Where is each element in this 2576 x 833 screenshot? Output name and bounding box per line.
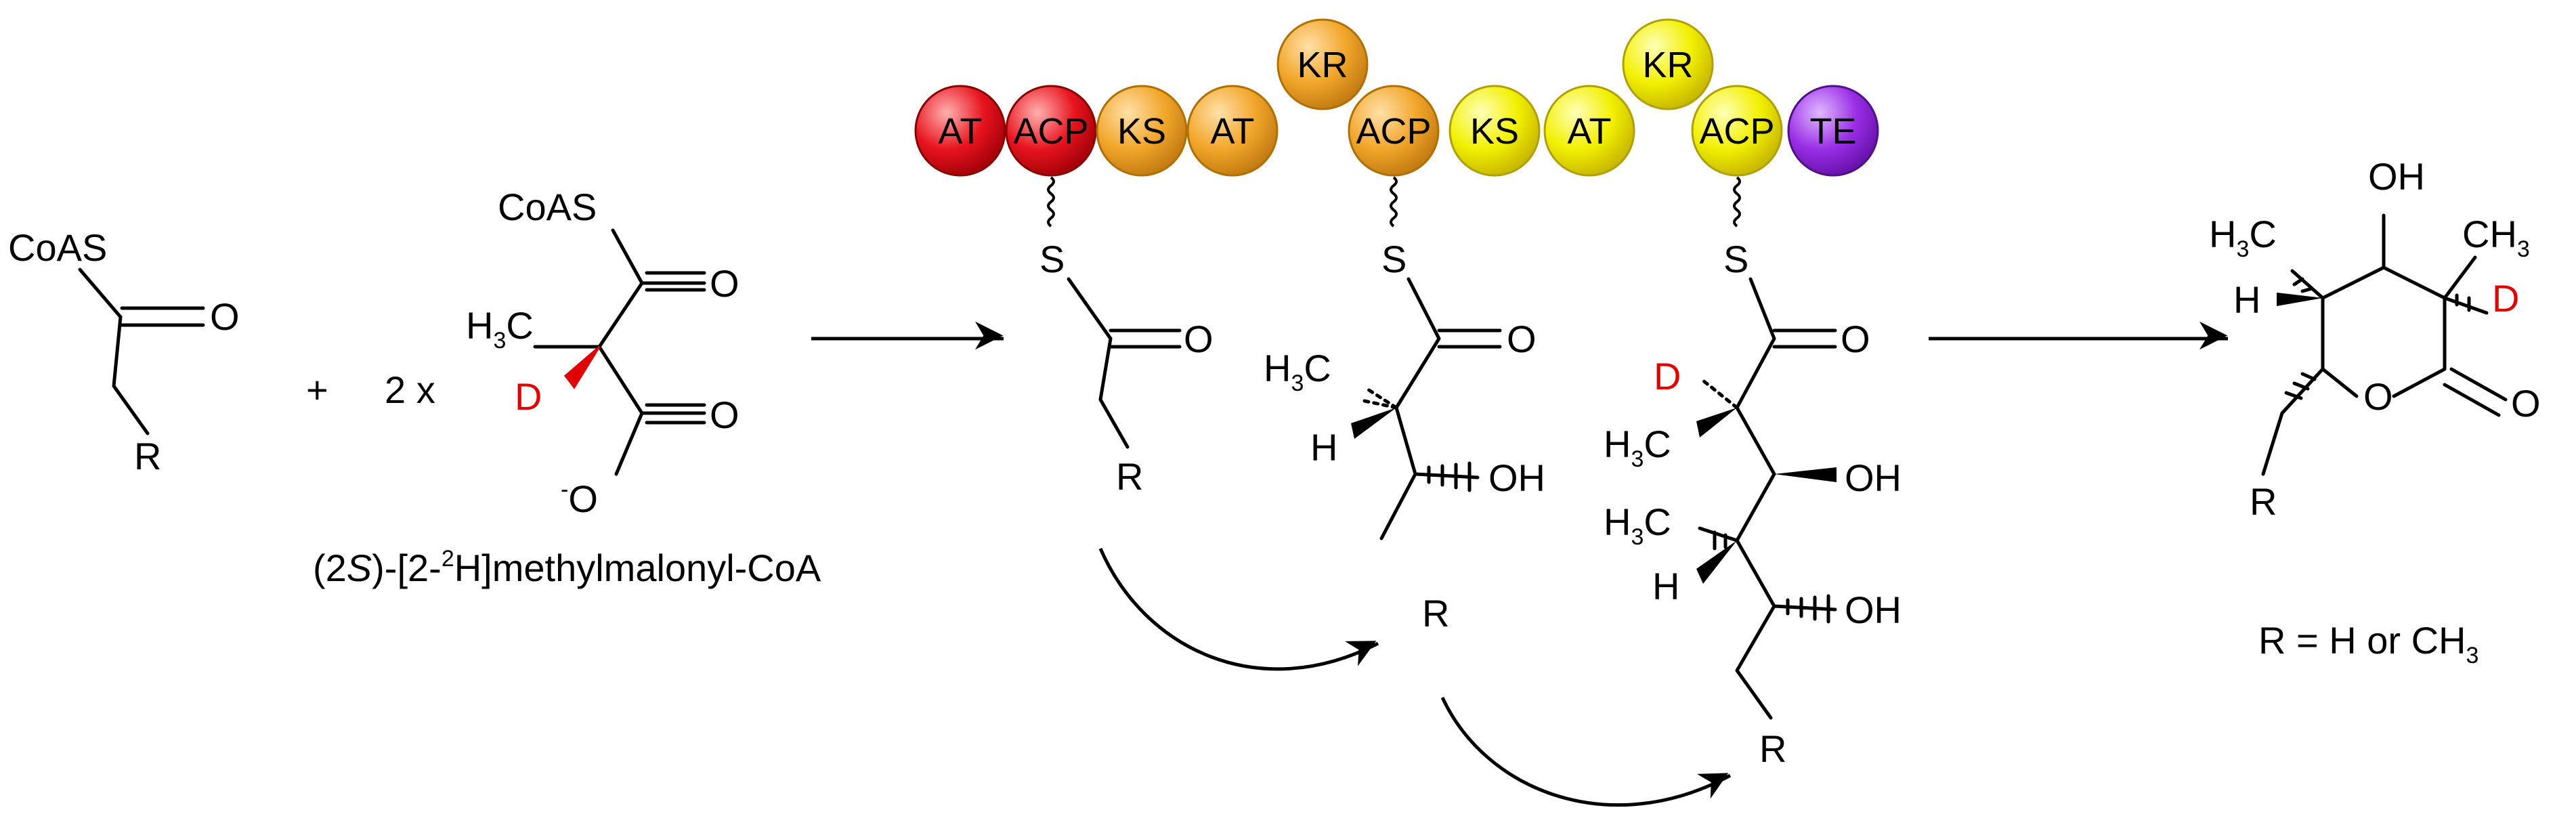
hydrogen-label: H <box>2233 278 2260 321</box>
r-group-label: R <box>1116 455 1143 498</box>
domain-ks-module1: KS <box>1096 85 1188 177</box>
domain-acp-loading: ACP <box>1005 85 1097 177</box>
deuterium-label: D <box>2492 277 2519 320</box>
plus-sign: + <box>306 368 328 411</box>
methyl-label: H3C <box>1604 423 1671 472</box>
methyl-label: CH3 <box>2462 213 2530 262</box>
methyl-label: H3C <box>1604 500 1671 550</box>
r-group-label: R <box>2250 480 2277 523</box>
carboxylate-oxygen-label: -O <box>561 477 598 520</box>
acp-bound-triketide: S O D H3C OH H3C H OH R <box>1604 176 1902 770</box>
domain-kr-module1: KR <box>1276 18 1369 110</box>
starter-acyl-coa: CoAS O R <box>8 226 240 477</box>
oxygen-label: O <box>1507 318 1537 360</box>
domain-acp-module2: ACP <box>1691 85 1783 177</box>
domain-label: KS <box>1117 111 1166 152</box>
domain-at-module2: AT <box>1543 85 1635 177</box>
sulfur-label: S <box>1039 238 1065 280</box>
domain-acp-module1: ACP <box>1348 85 1440 177</box>
coas-label: CoAS <box>8 226 107 269</box>
r-group-label: R <box>1422 592 1449 635</box>
hydroxyl-label: OH <box>2368 155 2425 198</box>
domain-label: KR <box>1642 45 1693 85</box>
domain-at-loading: AT <box>914 85 1006 177</box>
pks-domain-chain: AT ACP KS AT KR ACP KS AT <box>914 18 1879 177</box>
coas-label: CoAS <box>498 186 597 228</box>
deuterium-label: D <box>515 375 542 418</box>
oxygen-label: O <box>710 393 739 436</box>
hydroxyl-label: OH <box>1845 589 1902 631</box>
domain-at-module1: AT <box>1186 85 1279 177</box>
domain-label: ACP <box>1013 111 1088 152</box>
methylmalonyl-caption: (2S)-[2-2H]methylmalonyl-CoA <box>313 546 821 589</box>
domain-kr-module2: KR <box>1622 18 1714 110</box>
r-group-label: R <box>134 435 161 477</box>
hydrogen-label: H <box>1652 565 1679 607</box>
oxygen-label: O <box>1184 318 1214 360</box>
lactone-product: OH H3C CH3 H D O O R <box>2209 155 2541 523</box>
methylmalonyl-coa: CoAS O H3C D O -O <box>466 186 739 520</box>
domain-label: TE <box>1809 111 1856 152</box>
domain-te: TE <box>1787 85 1879 177</box>
hydroxyl-label: OH <box>1488 456 1545 499</box>
stoichiometry-label: 2 x <box>385 368 435 411</box>
oxygen-label: O <box>1841 318 1870 360</box>
hydrogen-label: H <box>1310 426 1337 469</box>
acp-bound-starter: S O R <box>1039 176 1214 498</box>
domain-label: ACP <box>1699 111 1774 152</box>
methyl-label: H3C <box>1264 347 1331 396</box>
carbonyl-oxygen-label: O <box>2511 382 2541 425</box>
oxygen-label: O <box>210 295 240 338</box>
hydroxyl-label: OH <box>1845 456 1902 499</box>
r-group-label: R <box>1759 727 1786 770</box>
domain-label: ACP <box>1356 111 1431 152</box>
domain-ks-module2: KS <box>1448 85 1541 177</box>
domain-label: KR <box>1297 45 1348 85</box>
methyl-label: H3C <box>466 304 534 354</box>
domain-label: AT <box>939 111 983 152</box>
r-group-definition: R = H or CH3 <box>2258 619 2478 668</box>
transfer-arrow <box>1440 696 1732 807</box>
sulfur-label: S <box>1381 238 1407 280</box>
deuterium-label: D <box>1654 355 1681 398</box>
methyl-label: H3C <box>2209 213 2277 262</box>
domain-label: AT <box>1568 111 1612 152</box>
domain-label: AT <box>1211 111 1255 152</box>
ring-oxygen-label: O <box>2363 375 2393 418</box>
acp-bound-diketide: S O H3C H OH R <box>1264 176 1545 635</box>
sulfur-label: S <box>1723 238 1748 280</box>
domain-label: KS <box>1470 111 1519 152</box>
oxygen-label: O <box>710 262 739 305</box>
transfer-arrow <box>1098 548 1379 671</box>
